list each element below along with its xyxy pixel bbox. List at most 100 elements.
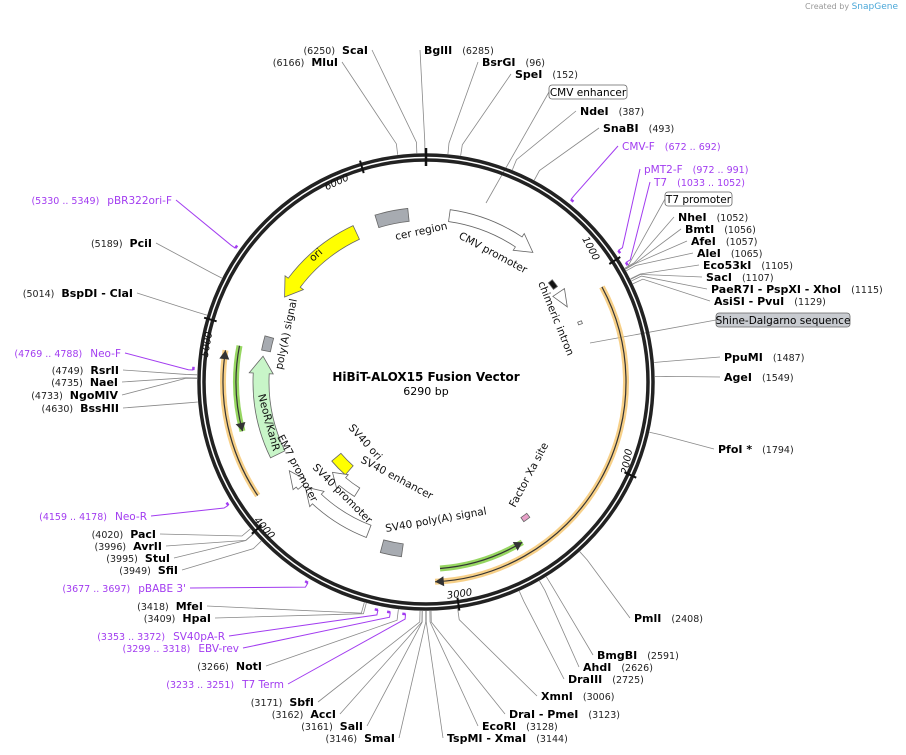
shine-dalgarno-mark[interactable]: [577, 320, 583, 326]
restriction-site-label[interactable]: AsiSI - PvuI(1129): [714, 295, 826, 308]
restriction-site-label[interactable]: SacI(1107): [706, 271, 774, 284]
factor-xa-site-box[interactable]: [520, 512, 531, 523]
sv40-ori-box[interactable]: [331, 452, 354, 476]
ori-arrow[interactable]: [284, 225, 360, 298]
primer-label[interactable]: (4769 .. 4788)Neo-F: [14, 348, 121, 360]
restriction-site-label[interactable]: PpuMI(1487): [724, 351, 804, 364]
restriction-site-label[interactable]: (4749)RsrII: [52, 364, 119, 377]
primer-mark: [234, 244, 239, 249]
enzyme-name: BmgBI: [597, 649, 637, 662]
cut-position: (1056): [724, 225, 756, 236]
enzyme-name: XmnI: [541, 690, 573, 703]
primer-leader-line: [189, 582, 309, 589]
em7-promoter-arrow[interactable]: [288, 470, 307, 491]
restriction-site-label[interactable]: (5189)PciI: [91, 237, 152, 250]
feature-label[interactable]: cer region: [394, 220, 448, 243]
restriction-site-label[interactable]: PfoI *(1794): [718, 443, 794, 456]
chimeric-intron-mark[interactable]: [547, 279, 559, 290]
primer-label[interactable]: (3353 .. 3372)SV40pA-R: [97, 631, 225, 643]
callout-box[interactable]: [664, 191, 733, 207]
callout-label[interactable]: Shine-Dalgarno sequence: [716, 315, 851, 327]
site-leader-line: [546, 576, 594, 656]
sv40-promoter-arrow[interactable]: [304, 486, 372, 538]
restriction-site-label[interactable]: (3996)AvrII: [95, 540, 163, 553]
restriction-site-label[interactable]: NheI(1052): [678, 211, 748, 224]
sv40-enhancer-arrow[interactable]: [331, 471, 361, 498]
polya-signal-box[interactable]: [261, 335, 275, 353]
restriction-site-label[interactable]: EcoRI(3128): [482, 720, 558, 733]
restriction-site-label[interactable]: (6250)ScaI: [303, 44, 368, 57]
restriction-site-label[interactable]: (4630)BssHII: [42, 402, 119, 415]
restriction-site-label[interactable]: SnaBI(493): [603, 122, 674, 135]
restriction-site-label[interactable]: DraIII(2725): [568, 673, 644, 686]
callout-box[interactable]: [715, 312, 851, 328]
restriction-site-label[interactable]: AleI(1065): [697, 247, 762, 260]
restriction-site-label[interactable]: (3266)NotI: [197, 660, 262, 673]
cmv-promoter-arrow[interactable]: [448, 209, 534, 253]
restriction-site-label[interactable]: (6166)MluI: [273, 56, 338, 69]
cut-position: (2591): [647, 651, 679, 662]
sv40-polya-box[interactable]: [379, 539, 404, 558]
neor-kanr-arrow[interactable]: [248, 355, 286, 459]
feature-label[interactable]: SV40 poly(A) signal: [384, 505, 487, 535]
restriction-site-label[interactable]: SpeI(152): [515, 68, 578, 81]
restriction-site-label[interactable]: (3171)SbfI: [251, 696, 314, 709]
enzyme-name: AccI: [310, 708, 336, 721]
cut-position: (1129): [794, 297, 826, 308]
callout-label[interactable]: CMV enhancer: [550, 87, 627, 99]
chimeric-intron-arrow[interactable]: [552, 287, 568, 308]
restriction-site-label[interactable]: (4020)PacI: [92, 528, 156, 541]
primer-label[interactable]: (4159 .. 4178)Neo-R: [39, 511, 147, 523]
primer-label[interactable]: (3233 .. 3251)T7 Term: [166, 679, 284, 691]
restriction-site-label[interactable]: (3409)HpaI: [144, 612, 211, 625]
primer-mark: [617, 249, 622, 254]
callout-box[interactable]: [548, 84, 628, 100]
primer-label[interactable]: (3299 .. 3318)EBV-rev: [123, 643, 240, 655]
restriction-site-label[interactable]: BmtI(1056): [685, 223, 756, 236]
primer-label[interactable]: pMT2-F(972 .. 991): [644, 164, 748, 176]
restriction-site-label[interactable]: (3949)SfiI: [119, 564, 178, 577]
restriction-site-label[interactable]: PmlI(2408): [634, 612, 703, 625]
site-leader-line: [630, 273, 703, 280]
restriction-site-label[interactable]: NdeI(387): [580, 105, 644, 118]
enzyme-name: NotI: [236, 660, 262, 673]
primer-label[interactable]: CMV-F(672 .. 692): [622, 141, 721, 153]
primer-label[interactable]: (5330 .. 5349)pBR322ori-F: [31, 195, 172, 207]
restriction-site-label[interactable]: (3146)SmaI: [326, 732, 396, 745]
feature-label[interactable]: chimeric intron: [535, 280, 576, 358]
restriction-site-label[interactable]: TspMI - XmaI(3144): [447, 732, 568, 745]
primer-range: (972 .. 991): [693, 165, 749, 176]
restriction-site-label[interactable]: AhdI(2626): [583, 661, 653, 674]
restriction-site-label[interactable]: (5014)BspDI - ClaI: [23, 287, 133, 300]
callout-label[interactable]: T7 promoter: [665, 194, 732, 206]
site-leader-line: [654, 356, 721, 363]
cer-region-box[interactable]: [374, 208, 410, 229]
restriction-site-label[interactable]: DraI - PmeI(3123): [509, 708, 620, 721]
enzyme-name: BssHII: [80, 402, 119, 415]
restriction-site-label[interactable]: Eco53kI(1105): [703, 259, 793, 272]
orf-left-line: [222, 350, 259, 496]
primer-name: Neo-R: [115, 511, 147, 523]
site-leader-line: [159, 528, 251, 537]
cut-position: (4733): [31, 391, 63, 402]
restriction-site-label[interactable]: (3995)StuI: [106, 552, 170, 565]
restriction-site-label[interactable]: (4735)NaeI: [51, 376, 118, 389]
restriction-site-label[interactable]: XmnI(3006): [541, 690, 614, 703]
restriction-site-label[interactable]: BglII(6285): [424, 44, 494, 57]
primer-label[interactable]: (3677 .. 3697)pBABE 3': [62, 583, 186, 595]
restriction-site-label[interactable]: AgeI(1549): [724, 371, 794, 384]
feature-label[interactable]: Factor Xa site: [507, 441, 551, 510]
feature-label[interactable]: poly(A) signal: [273, 298, 300, 371]
restriction-site-label[interactable]: (3418)MfeI: [137, 600, 203, 613]
restriction-site-label[interactable]: (3162)AccI: [272, 708, 336, 721]
restriction-site-label[interactable]: (4733)NgoMIV: [31, 389, 118, 402]
restriction-site-label[interactable]: PaeR7I - PspXI - XhoI(1115): [711, 283, 883, 296]
restriction-site-label[interactable]: BsrGI(96): [482, 56, 545, 69]
cut-position: (152): [552, 70, 578, 81]
tick-mark: [456, 597, 461, 611]
feature-label[interactable]: SV40 enhancer: [359, 454, 436, 502]
restriction-site-label[interactable]: BmgBI (2591): [597, 649, 679, 662]
restriction-site-label[interactable]: (3161)SalI: [301, 720, 363, 733]
primer-label[interactable]: T7(1033 .. 1052): [653, 177, 745, 189]
restriction-site-label[interactable]: AfeI(1057): [691, 235, 757, 248]
